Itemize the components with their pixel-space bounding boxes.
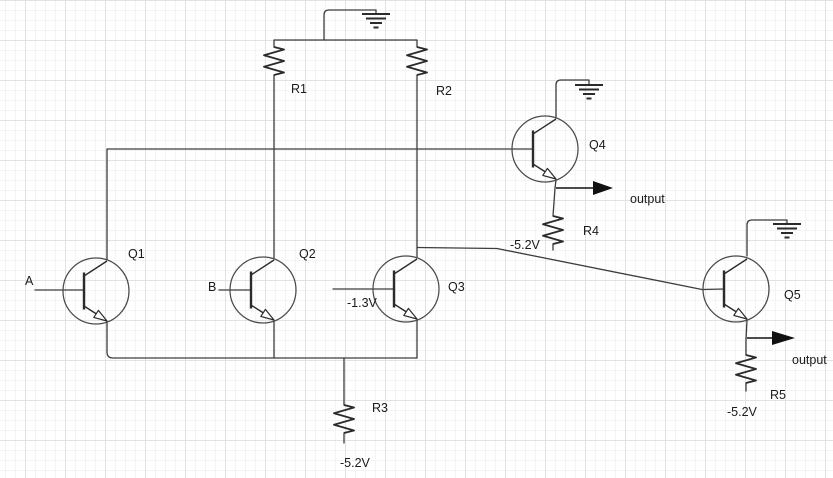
transistor-q4-emitter-arrow-icon: [542, 167, 557, 180]
label-vee-r3[interactable]: -5.2V: [340, 456, 371, 470]
wire-gnd-feed-top[interactable]: [323, 9, 377, 41]
resistor-r4-zigzag: [542, 215, 564, 245]
transistor-q3-emitter-lead: [393, 303, 407, 313]
transistor-q2[interactable]: Q2: [229, 247, 316, 324]
resistor-r2-zigzag: [406, 46, 428, 76]
output-arrow-q5[interactable]: [747, 331, 795, 345]
wire-vcc-rail[interactable]: [273, 39, 418, 48]
resistor-r3[interactable]: R3: [333, 401, 388, 434]
transistor-q4-body: [511, 115, 579, 183]
resistor-r1-zigzag: [263, 46, 285, 76]
output-arrow-q5-head-icon: [772, 331, 795, 345]
resistor-r5[interactable]: R5: [735, 354, 786, 402]
label-input-b[interactable]: B: [208, 280, 216, 294]
wire-q5-collector-to-gnd[interactable]: [746, 219, 788, 257]
transistor-q1-collector-lead: [83, 260, 108, 277]
transistor-q3-body: [372, 255, 440, 323]
label-output-q4[interactable]: output: [630, 192, 665, 206]
transistor-q4-collector-lead: [532, 118, 557, 135]
label-vee-r4[interactable]: -5.2V: [510, 238, 541, 252]
transistor-q3-collector-lead: [393, 258, 418, 275]
transistor-q5-body: [702, 255, 770, 323]
ground-q5-icon[interactable]: [773, 223, 801, 239]
wire-q4-collector-to-gnd[interactable]: [555, 79, 590, 119]
ground-top-icon[interactable]: [362, 13, 390, 29]
transistor-q5-emitter-lead: [723, 303, 737, 313]
transistor-q3[interactable]: Q3: [372, 255, 465, 323]
wire-emitter-rail[interactable]: [106, 321, 418, 359]
wire-node-to-q5-base[interactable]: [416, 246, 725, 291]
label-r4[interactable]: R4: [583, 224, 599, 238]
resistor-r4[interactable]: R4: [542, 215, 599, 245]
transistor-q1-body: [62, 257, 130, 325]
label-q4[interactable]: Q4: [589, 138, 606, 152]
wire-q5-emitter-to-r5[interactable]: [745, 319, 748, 356]
label-input-a[interactable]: A: [25, 274, 34, 288]
label-r2[interactable]: R2: [436, 84, 452, 98]
transistor-q5-collector-lead: [723, 258, 748, 275]
transistor-q1-emitter-lead: [83, 305, 97, 315]
label-output-q5[interactable]: output: [792, 353, 827, 367]
label-r5[interactable]: R5: [770, 388, 786, 402]
transistor-q2-emitter-arrow-icon: [260, 308, 275, 321]
transistor-q4-emitter-lead: [532, 163, 546, 173]
output-arrow-q4-head-icon: [593, 181, 613, 195]
label-vref[interactable]: -1.3V: [347, 296, 378, 310]
label-vee-r5[interactable]: -5.2V: [727, 405, 758, 419]
resistor-r1[interactable]: R1: [263, 46, 307, 96]
transistor-q2-collector-lead: [250, 259, 275, 276]
label-q5[interactable]: Q5: [784, 288, 801, 302]
label-q2[interactable]: Q2: [299, 247, 316, 261]
transistor-q2-body: [229, 256, 297, 324]
output-arrow-q4[interactable]: [556, 181, 613, 195]
label-q1[interactable]: Q1: [128, 247, 145, 261]
resistor-r2[interactable]: R2: [406, 46, 452, 98]
transistor-q2-emitter-lead: [250, 304, 264, 314]
resistor-r3-zigzag: [333, 404, 355, 434]
transistor-q1-emitter-arrow-icon: [93, 309, 108, 322]
transistor-q4[interactable]: Q4: [511, 115, 606, 183]
transistor-q5-emitter-arrow-icon: [733, 307, 748, 320]
label-r3[interactable]: R3: [372, 401, 388, 415]
wire-q4-emitter-to-r4[interactable]: [552, 179, 557, 217]
transistor-q5[interactable]: Q5: [702, 255, 801, 323]
wire-q1-collector-to-q4-base[interactable]: [106, 148, 534, 261]
resistor-r5-zigzag: [735, 354, 757, 384]
transistor-q3-emitter-arrow-icon: [403, 307, 418, 320]
label-r1[interactable]: R1: [291, 82, 307, 96]
label-q3[interactable]: Q3: [448, 280, 465, 294]
transistor-q1[interactable]: Q1: [62, 247, 145, 325]
ground-q4-icon[interactable]: [575, 84, 603, 100]
